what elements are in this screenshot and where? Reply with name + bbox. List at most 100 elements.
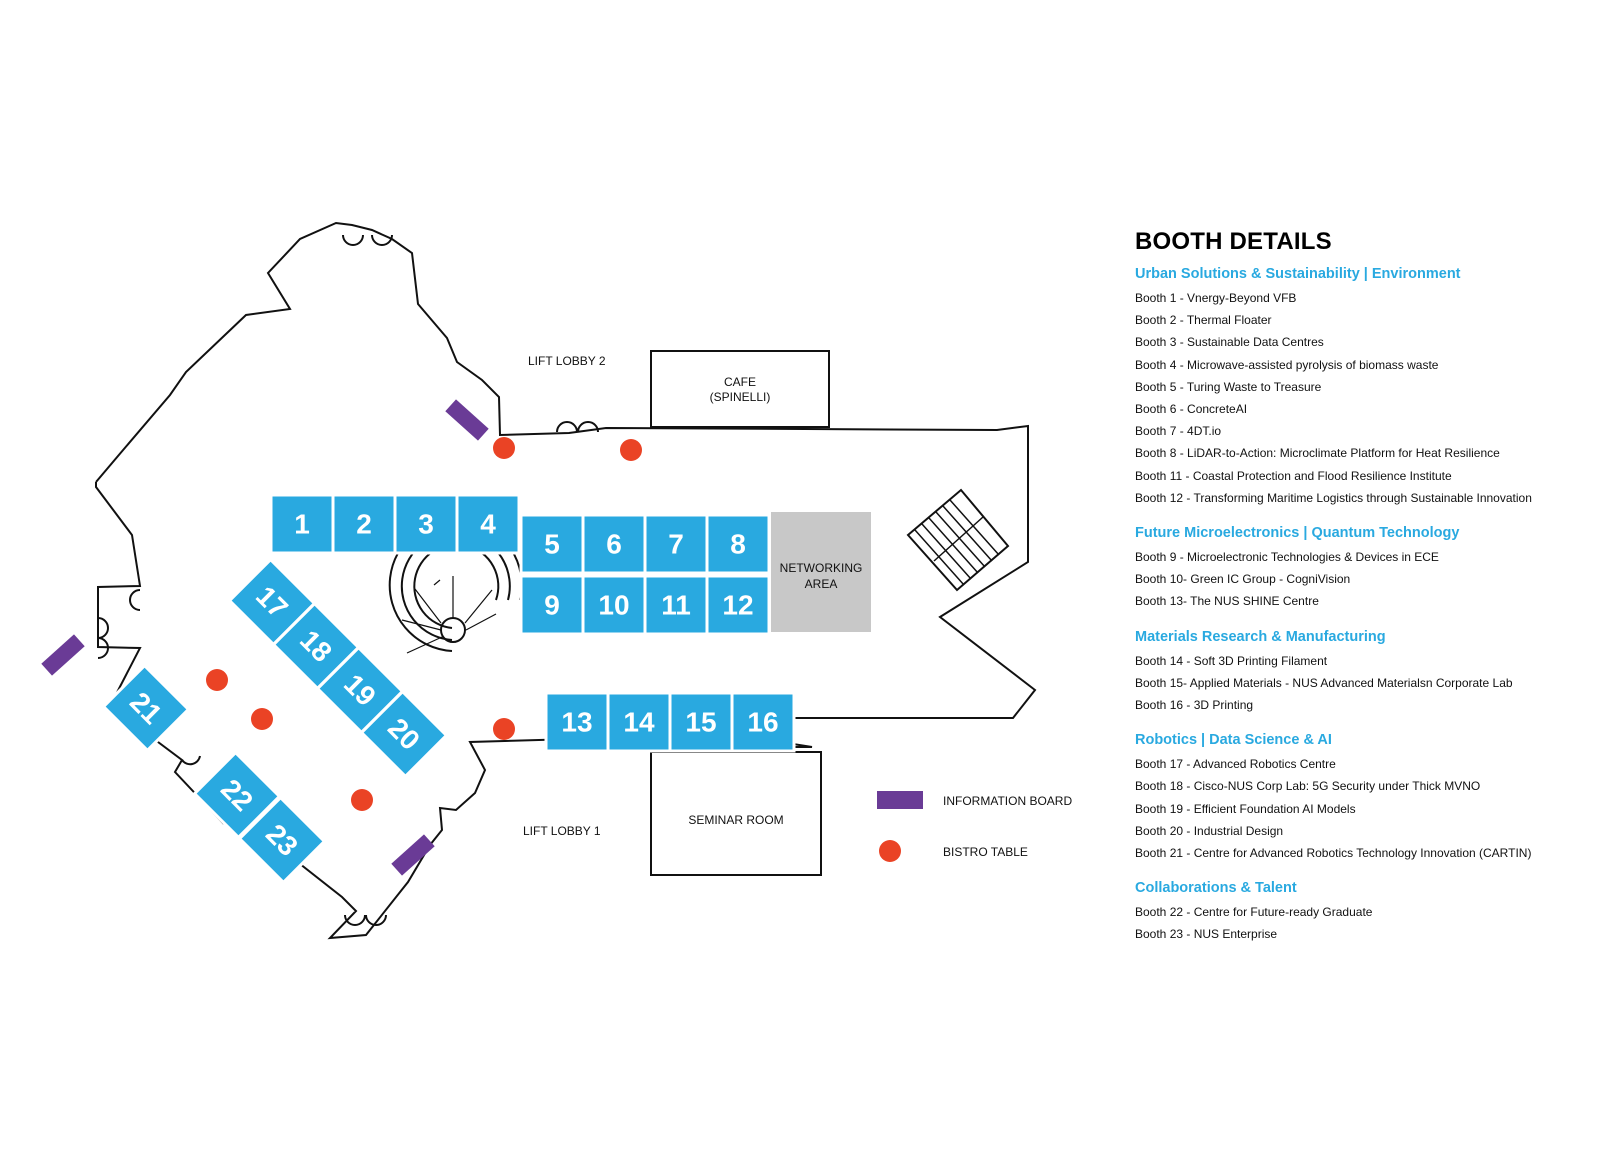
- legend-information-board-swatch: [877, 791, 923, 809]
- map-legend: INFORMATION BOARD BISTRO TABLE: [877, 791, 1072, 862]
- booth-entry: Booth 23 - NUS Enterprise: [1135, 927, 1278, 942]
- booth-8[interactable]: 8: [705, 513, 771, 575]
- booth-15[interactable]: 15: [668, 691, 734, 753]
- booth-number: 9: [544, 590, 560, 621]
- booth-list: Booth 1 - Vnergy-Beyond VFB Booth 2 - Th…: [1135, 287, 1595, 509]
- booth-tile[interactable]: [101, 663, 191, 753]
- information-board: [391, 834, 435, 876]
- booth-18[interactable]: 18: [271, 601, 361, 691]
- bistro-table: [351, 789, 373, 811]
- legend-information-board-label: INFORMATION BOARD: [943, 794, 1072, 808]
- booth-entry: Booth 15- Applied Materials - NUS Advanc…: [1135, 675, 1513, 690]
- booth-number: 8: [730, 529, 746, 560]
- booth-entry: Booth 21 - Centre for Advanced Robotics …: [1135, 846, 1532, 861]
- booth-entry: Booth 4 - Microwave-assisted pyrolysis o…: [1135, 357, 1439, 372]
- booth-list: Booth 9 - Microelectronic Technologies &…: [1135, 546, 1595, 613]
- cafe-sublabel: (SPINELLI): [710, 390, 771, 404]
- booth-tile[interactable]: [544, 691, 610, 753]
- booth-tile[interactable]: [359, 689, 449, 779]
- booth-number: 6: [606, 529, 622, 560]
- booth-tile[interactable]: [519, 513, 585, 575]
- cafe-label: CAFE: [724, 375, 756, 389]
- booth-3[interactable]: 3: [393, 493, 459, 555]
- category-collaborations: Collaborations & Talent Booth 22 - Centr…: [1135, 880, 1595, 945]
- booth-number: 13: [561, 707, 592, 738]
- booth-tile[interactable]: [730, 691, 796, 753]
- category-heading: Materials Research & Manufacturing: [1135, 628, 1386, 645]
- booth-entry: Booth 2 - Thermal Floater: [1135, 313, 1272, 328]
- bistro-table: [493, 718, 515, 740]
- networking-area[interactable]: NETWORKING AREA: [771, 512, 871, 632]
- booth-number: 11: [661, 590, 691, 621]
- booth-6[interactable]: 6: [581, 513, 647, 575]
- booth-4[interactable]: 4: [455, 493, 521, 555]
- booth-list: Booth 14 - Soft 3D Printing Filament Boo…: [1135, 650, 1595, 717]
- booth-number: 5: [544, 529, 560, 560]
- bistro-table: [206, 669, 228, 691]
- booth-number: 12: [722, 590, 753, 621]
- booth-entry: Booth 9 - Microelectronic Technologies &…: [1135, 550, 1439, 565]
- booth-1[interactable]: 1: [269, 493, 335, 555]
- booth-entry: Booth 11 - Coastal Protection and Flood …: [1135, 468, 1452, 483]
- booth-20[interactable]: 20: [359, 689, 449, 779]
- booth-number: 15: [685, 707, 716, 738]
- category-urban-solutions: Urban Solutions & Sustainability | Envir…: [1135, 266, 1595, 509]
- booth-16[interactable]: 16: [730, 691, 796, 753]
- booth-13[interactable]: 13: [544, 691, 610, 753]
- booth-11[interactable]: 11: [643, 574, 709, 636]
- booth-9[interactable]: 9: [519, 574, 585, 636]
- booth-tile[interactable]: [705, 513, 771, 575]
- booth-number: 10: [598, 590, 629, 621]
- booth-21[interactable]: 21: [101, 663, 191, 753]
- booth-2[interactable]: 2: [331, 493, 397, 555]
- booth-tile[interactable]: [643, 513, 709, 575]
- staircase: [906, 488, 1010, 592]
- booth-tile[interactable]: [455, 493, 521, 555]
- booth-5[interactable]: 5: [519, 513, 585, 575]
- category-future-microelectronics: Future Microelectronics | Quantum Techno…: [1135, 525, 1595, 613]
- booth-entry: Booth 18 - Cisco-NUS Corp Lab: 5G Securi…: [1135, 779, 1481, 794]
- booth-entry: Booth 17 - Advanced Robotics Centre: [1135, 757, 1336, 772]
- information-boards: [41, 399, 489, 876]
- category-robotics: Robotics | Data Science & AI Booth 17 - …: [1135, 732, 1595, 864]
- category-heading: Collaborations & Talent: [1135, 880, 1297, 897]
- category-heading: Robotics | Data Science & AI: [1135, 732, 1332, 749]
- booth-22[interactable]: 22: [192, 750, 282, 840]
- booth-tile[interactable]: [192, 750, 282, 840]
- booth-details-title: BOOTH DETAILS: [1135, 228, 1332, 255]
- bistro-table: [620, 439, 642, 461]
- booth-list: Booth 22 - Centre for Future-ready Gradu…: [1135, 901, 1595, 945]
- booth-10[interactable]: 10: [581, 574, 647, 636]
- information-board: [445, 399, 489, 441]
- booth-list: Booth 17 - Advanced Robotics Centre Boot…: [1135, 753, 1595, 864]
- booth-entry: Booth 13- The NUS SHINE Centre: [1135, 594, 1319, 609]
- bistro-table: [251, 708, 273, 730]
- booth-number: 3: [418, 509, 434, 540]
- booth-14[interactable]: 14: [606, 691, 672, 753]
- booth-7[interactable]: 7: [643, 513, 709, 575]
- booth-12[interactable]: 12: [705, 574, 771, 636]
- booth-number: 14: [623, 707, 655, 738]
- booth-tile[interactable]: [606, 691, 672, 753]
- booth-entry: Booth 7 - 4DT.io: [1135, 424, 1222, 439]
- booth-tile[interactable]: [237, 795, 327, 885]
- booth-number: 4: [480, 509, 496, 540]
- booth-details-panel: BOOTH DETAILS Urban Solutions & Sustaina…: [1135, 228, 1595, 962]
- category-heading: Urban Solutions & Sustainability | Envir…: [1135, 266, 1461, 282]
- booth-tile[interactable]: [705, 574, 771, 636]
- networking-sublabel: AREA: [805, 577, 838, 591]
- information-board: [41, 634, 85, 676]
- category-materials-research: Materials Research & Manufacturing Booth…: [1135, 629, 1595, 717]
- legend-bistro-table-label: BISTRO TABLE: [943, 845, 1028, 859]
- booth-entry: Booth 19 - Efficient Foundation AI Model…: [1135, 801, 1356, 816]
- booth-entry: Booth 5 - Turing Waste to Treasure: [1135, 379, 1322, 394]
- booth-number: 1: [294, 509, 310, 540]
- booth-23[interactable]: 23: [237, 795, 327, 885]
- booth-entry: Booth 1 - Vnergy-Beyond VFB: [1135, 291, 1297, 305]
- booth-entry: Booth 3 - Sustainable Data Centres: [1135, 335, 1324, 350]
- legend-bistro-table-swatch: [879, 840, 901, 862]
- category-heading: Future Microelectronics | Quantum Techno…: [1135, 525, 1460, 542]
- networking-label: NETWORKING: [780, 561, 863, 575]
